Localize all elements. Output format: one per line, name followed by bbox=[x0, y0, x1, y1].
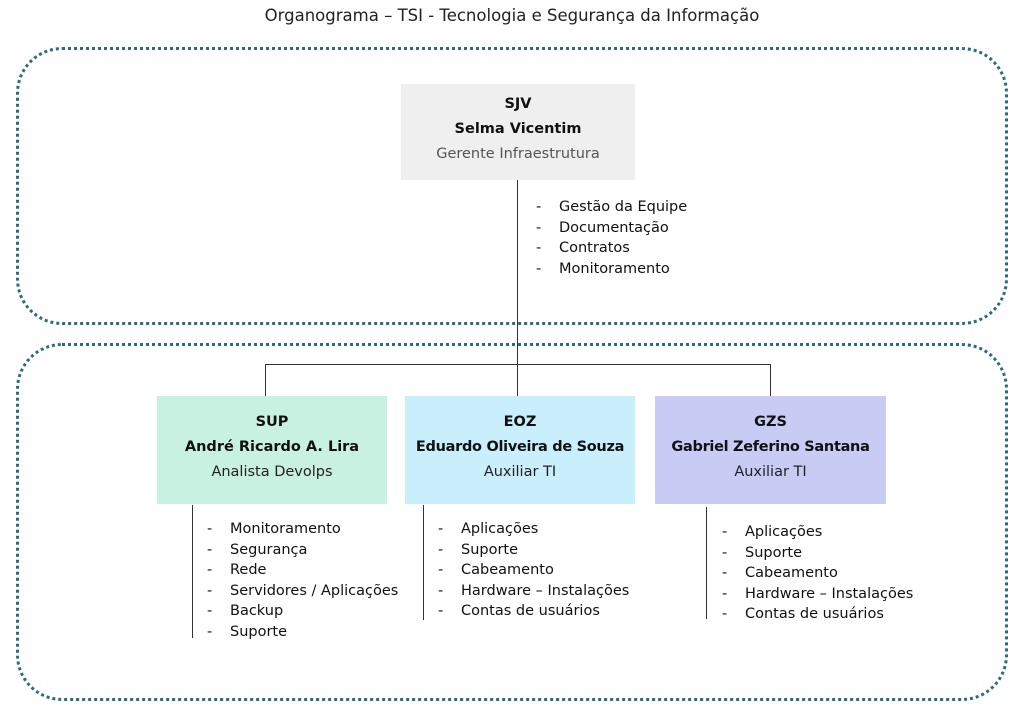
duty-text: Aplicações bbox=[745, 524, 823, 540]
dash-bullet: - bbox=[722, 565, 728, 582]
eoz-duties: -Aplicações-Suporte-Cabeamento-Hardware … bbox=[438, 519, 629, 622]
duty-text: Rede bbox=[230, 562, 267, 579]
duty-text: Backup bbox=[230, 603, 284, 620]
duties-line-sup bbox=[192, 505, 193, 638]
duty-text: Segurança bbox=[230, 541, 308, 558]
dash-bullet: - bbox=[536, 260, 542, 277]
duty-text: Suporte bbox=[745, 544, 803, 561]
sup-duties: -Monitoramento-Segurança-Rede-Servidores… bbox=[207, 519, 398, 643]
dash-bullet: - bbox=[438, 541, 444, 558]
duty-text: Gestão da Equipe bbox=[559, 199, 688, 215]
duty-item: -Documentação bbox=[536, 218, 687, 239]
staff-role: Auxiliar TI bbox=[483, 464, 557, 480]
dash-bullet: - bbox=[536, 219, 542, 236]
duty-text: Suporte bbox=[461, 541, 519, 558]
management-group bbox=[16, 47, 1008, 325]
duty-item: - Aplicações bbox=[438, 519, 629, 540]
dash-bullet: - bbox=[438, 582, 444, 599]
duty-item: -Contratos bbox=[536, 238, 687, 259]
duty-text: Contratos bbox=[559, 240, 630, 257]
duty-item: -Suporte bbox=[438, 540, 629, 561]
duty-item: - Monitoramento bbox=[207, 519, 398, 540]
duty-item: -Hardware – Instalações bbox=[722, 584, 913, 605]
duty-text: Monitoramento bbox=[559, 260, 670, 277]
duty-text: Cabeamento bbox=[745, 565, 838, 582]
connector-horizontal bbox=[265, 364, 771, 365]
manager-box: SJV Selma Vicentim Gerente Infraestrutur… bbox=[401, 84, 635, 180]
staff-code: GZS bbox=[754, 414, 787, 430]
duty-item: -Contas de usuários bbox=[438, 601, 629, 622]
dash-bullet: - bbox=[536, 199, 542, 215]
staff-box-sup: SUP André Ricardo A. Lira Analista Devol… bbox=[157, 396, 387, 504]
duty-text: Contas de usuários bbox=[461, 603, 600, 620]
chart-title: Organograma – TSI - Tecnologia e Seguran… bbox=[264, 6, 760, 25]
duty-text: Hardware – Instalações bbox=[745, 585, 914, 602]
duty-item: -Cabeamento bbox=[722, 563, 913, 584]
duty-text: Cabeamento bbox=[461, 562, 554, 579]
duty-item: -Monitoramento bbox=[536, 259, 687, 280]
dash-bullet: - bbox=[207, 582, 213, 599]
duty-item: -Backup bbox=[207, 601, 398, 622]
staff-name: André Ricardo A. Lira bbox=[184, 439, 360, 455]
duty-text: Hardware – Instalações bbox=[461, 582, 630, 599]
dash-bullet: - bbox=[722, 585, 728, 602]
manager-duties: -Gestão da Equipe-Documentação-Contratos… bbox=[536, 197, 687, 279]
duty-item: -Rede bbox=[207, 560, 398, 581]
duty-text: Aplicações bbox=[461, 521, 539, 537]
duty-text: Contas de usuários bbox=[745, 606, 884, 623]
dash-bullet: - bbox=[207, 562, 213, 579]
staff-code: SUP bbox=[255, 414, 289, 430]
duty-item: -Cabeamento bbox=[438, 560, 629, 581]
staff-name: Eduardo Oliveira de Souza bbox=[415, 439, 625, 455]
staff-role: Analista Devolps bbox=[211, 464, 333, 480]
connector-gzs bbox=[770, 364, 771, 396]
duty-item: -Contas de usuários bbox=[722, 604, 913, 625]
manager-code: SJV bbox=[504, 96, 532, 112]
staff-box-eoz: EOZ Eduardo Oliveira de Souza Auxiliar T… bbox=[405, 396, 635, 504]
dash-bullet: - bbox=[722, 524, 728, 540]
duty-text: Monitoramento bbox=[230, 521, 341, 537]
duty-item: -Suporte bbox=[722, 543, 913, 564]
duty-item: -Hardware – Instalações bbox=[438, 581, 629, 602]
dash-bullet: - bbox=[207, 603, 213, 620]
dash-bullet: - bbox=[722, 606, 728, 623]
dash-bullet: - bbox=[438, 521, 444, 537]
duty-item: -Suporte bbox=[207, 622, 398, 643]
duty-item: - Gestão da Equipe bbox=[536, 197, 687, 218]
dash-bullet: - bbox=[207, 541, 213, 558]
duty-item: -Servidores / Aplicações bbox=[207, 581, 398, 602]
manager-role: Gerente Infraestrutura bbox=[436, 146, 600, 162]
staff-name: Gabriel Zeferino Santana bbox=[671, 439, 870, 455]
team-group bbox=[16, 343, 1008, 701]
connector-eoz bbox=[517, 364, 518, 396]
gzs-duties: -Aplicações-Suporte-Cabeamento-Hardware … bbox=[722, 522, 913, 625]
dash-bullet: - bbox=[536, 240, 542, 257]
dash-bullet: - bbox=[722, 544, 728, 561]
staff-code: EOZ bbox=[503, 414, 537, 430]
duty-item: -Segurança bbox=[207, 540, 398, 561]
duties-line-gzs bbox=[706, 507, 707, 619]
dash-bullet: - bbox=[438, 562, 444, 579]
dash-bullet: - bbox=[438, 603, 444, 620]
dash-bullet: - bbox=[207, 521, 213, 537]
dash-bullet: - bbox=[207, 623, 213, 640]
manager-name: Selma Vicentim bbox=[454, 121, 582, 137]
duty-text: Suporte bbox=[230, 623, 288, 640]
duties-line-eoz bbox=[423, 505, 424, 620]
staff-box-gzs: GZS Gabriel Zeferino Santana Auxiliar TI bbox=[655, 396, 886, 504]
connector-sup bbox=[265, 364, 266, 396]
duty-item: - Aplicações bbox=[722, 522, 913, 543]
duty-text: Servidores / Aplicações bbox=[230, 582, 399, 599]
staff-role: Auxiliar TI bbox=[734, 464, 807, 480]
duty-text: Documentação bbox=[559, 219, 669, 236]
connector-main bbox=[517, 180, 518, 364]
